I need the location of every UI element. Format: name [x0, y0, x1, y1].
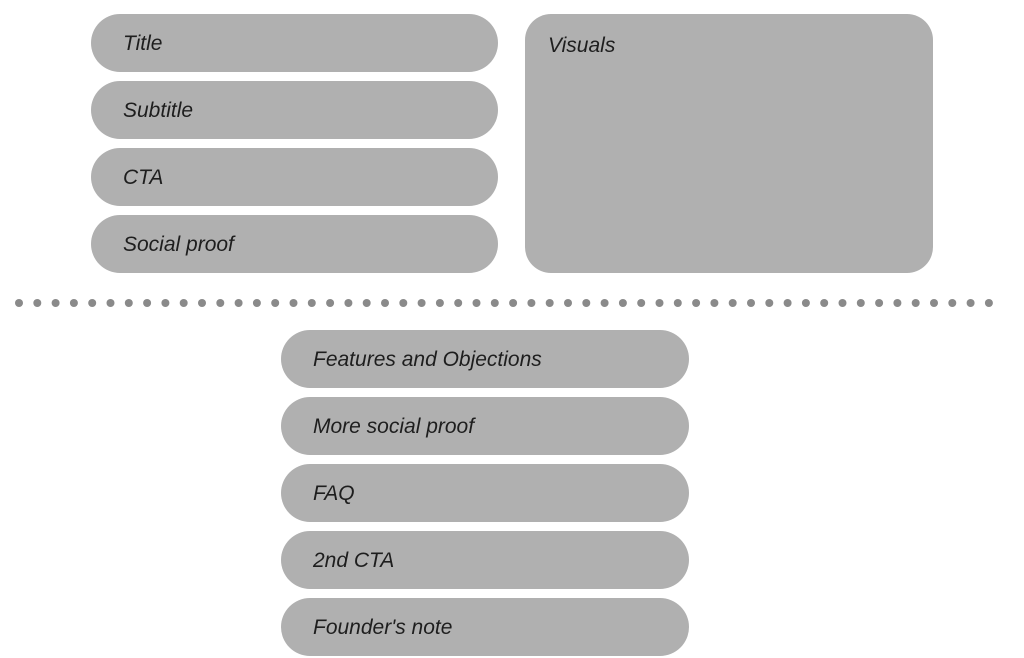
divider-dot	[710, 299, 719, 307]
divider-dot	[618, 299, 627, 307]
more-social-proof-block: More social proof	[281, 397, 689, 455]
divider-dot	[15, 299, 23, 307]
divider-dot	[234, 299, 243, 307]
divider-dot	[161, 299, 170, 307]
divider-dot	[252, 299, 261, 307]
divider-dot	[271, 299, 280, 307]
divider-dot	[417, 299, 426, 307]
divider-dot	[344, 299, 353, 307]
divider-dot	[435, 299, 444, 307]
divider-dot	[88, 299, 97, 307]
divider-dot	[289, 299, 298, 307]
divider-dot	[801, 299, 810, 307]
divider-dot	[984, 299, 993, 307]
dotted-divider	[15, 299, 993, 307]
second-cta-block: 2nd CTA	[281, 531, 689, 589]
divider-dot	[454, 299, 463, 307]
divider-dot	[637, 299, 646, 307]
divider-dot	[381, 299, 389, 307]
divider-dot	[783, 299, 792, 307]
visuals-block: Visuals	[525, 14, 933, 273]
divider-dot	[33, 299, 42, 307]
divider-dot	[911, 299, 920, 307]
divider-dot	[838, 299, 847, 307]
more-social-proof-label: More social proof	[313, 414, 475, 438]
social-proof-block: Social proof	[91, 215, 498, 273]
visuals-label: Visuals	[548, 34, 616, 57]
divider-dot	[362, 299, 371, 307]
divider-dot	[856, 299, 865, 307]
divider-dot	[966, 299, 975, 307]
cta-block: CTA	[91, 148, 498, 206]
faq-block: FAQ	[281, 464, 689, 522]
divider-dot	[582, 299, 591, 307]
divider-dot	[564, 299, 572, 307]
divider-dot	[930, 299, 938, 307]
divider-dot	[51, 299, 60, 307]
second-cta-label: 2nd CTA	[313, 548, 395, 572]
divider-dot	[124, 299, 133, 307]
features-objections-label: Features and Objections	[313, 347, 542, 371]
divider-dot	[106, 299, 115, 307]
social-proof-label: Social proof	[123, 232, 234, 256]
features-objections-block: Features and Objections	[281, 330, 689, 388]
title-block: Title	[91, 14, 498, 72]
divider-dot	[490, 299, 499, 307]
divider-dot	[509, 299, 518, 307]
divider-dot	[948, 299, 957, 307]
divider-dot	[820, 299, 829, 307]
founders-note-block: Founder's note	[281, 598, 689, 656]
divider-dot	[472, 299, 481, 307]
divider-dot	[307, 299, 316, 307]
divider-dot	[198, 299, 206, 307]
cta-label: CTA	[123, 165, 164, 189]
divider-dot	[893, 299, 902, 307]
faq-label: FAQ	[313, 481, 355, 505]
divider-dot	[747, 299, 755, 307]
divider-dot	[692, 299, 701, 307]
divider-dot	[875, 299, 884, 307]
divider-dot	[655, 299, 664, 307]
divider-dot	[673, 299, 682, 307]
divider-dot	[728, 299, 737, 307]
divider-dot	[179, 299, 188, 307]
divider-dot	[216, 299, 225, 307]
divider-dot	[527, 299, 536, 307]
subtitle-block: Subtitle	[91, 81, 498, 139]
divider-dot	[399, 299, 408, 307]
divider-dot	[765, 299, 774, 307]
divider-dot	[600, 299, 609, 307]
founders-note-label: Founder's note	[313, 615, 453, 639]
divider-dot	[69, 299, 78, 307]
divider-dot	[326, 299, 335, 307]
divider-dot	[143, 299, 152, 307]
subtitle-label: Subtitle	[123, 98, 194, 122]
title-label: Title	[123, 31, 163, 55]
divider-dot	[545, 299, 554, 307]
